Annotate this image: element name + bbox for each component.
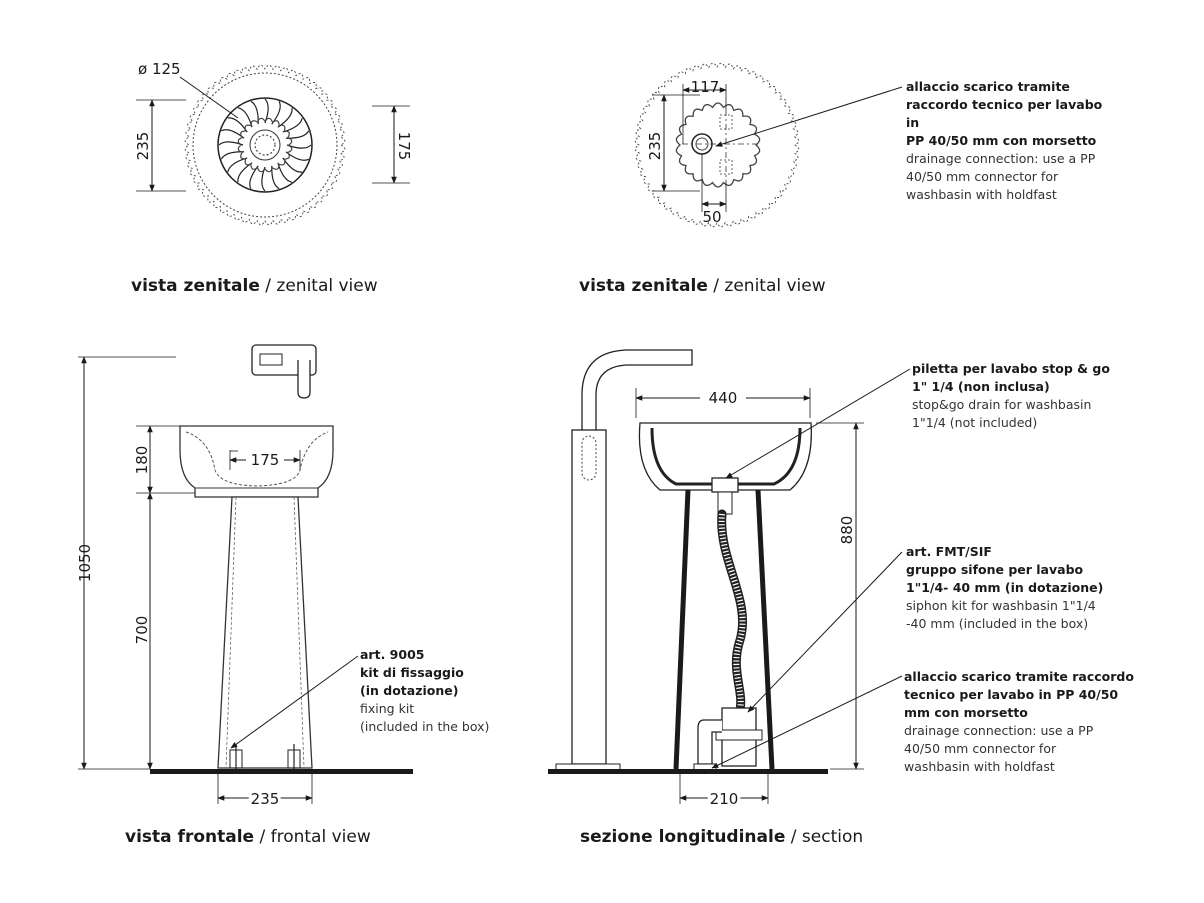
annotation-line: allaccio scarico tramite xyxy=(906,79,1070,94)
annotation-line: washbasin with holdfast xyxy=(904,759,1055,774)
fixing-kit-leader xyxy=(230,655,359,749)
basin-front xyxy=(179,425,334,498)
floor-left xyxy=(150,769,413,774)
caption-bold: sezione longitudinale xyxy=(580,827,786,847)
basin-section xyxy=(638,422,812,491)
dim-700: 700 xyxy=(133,616,151,645)
siphon-hose xyxy=(717,509,748,715)
floor-mixer-spout xyxy=(581,349,693,430)
wall-mixer-lever xyxy=(297,360,311,399)
bottom-right-view: 440 880 210 xyxy=(548,349,911,811)
annotation-line: 40/50 mm connector for xyxy=(904,741,1057,756)
annotation-drain-bottom: allaccio scarico tramite raccordo tecnic… xyxy=(904,668,1134,776)
annotation-line: stop&go drain for washbasin xyxy=(912,397,1092,412)
dim-180: 180 xyxy=(133,446,151,475)
annotation-line: art. 9005 xyxy=(360,647,425,662)
annotation-line: drainage connection: use a PP xyxy=(904,723,1094,738)
annotation-line: siphon kit for washbasin 1"1/4 xyxy=(906,598,1096,613)
annotation-line: 1"1/4 (not included) xyxy=(912,415,1038,430)
caption-english: section xyxy=(801,827,864,847)
bottom-left-view: 1050 180 700 175 235 xyxy=(76,344,413,811)
siphon-leader xyxy=(747,551,903,713)
annotation-line: 1" 1/4 (non inclusa) xyxy=(912,379,1050,394)
annotation-piletta: piletta per lavabo stop & go 1" 1/4 (non… xyxy=(912,360,1132,432)
annotation-line: kit di fissaggio xyxy=(360,665,464,680)
annotation-line: mm con morsetto xyxy=(904,705,1028,720)
dim-175-front: 175 xyxy=(251,451,280,469)
inner-scalloped-basin xyxy=(675,102,761,188)
annotation-fixing-kit: art. 9005 kit di fissaggio (in dotazione… xyxy=(360,646,520,736)
floor-mixer-column xyxy=(571,429,607,765)
caption-separator: / xyxy=(254,827,271,847)
dim-d125: ø 125 xyxy=(138,60,181,78)
drain-fitting xyxy=(711,477,739,493)
outer-scalloped-rim xyxy=(184,64,346,226)
dim-117: 117 xyxy=(691,78,720,96)
floor-right xyxy=(548,769,828,774)
dim-235-bottom: 235 xyxy=(251,790,280,808)
dim-235-top-right: 235 xyxy=(646,132,664,161)
dim-210: 210 xyxy=(710,790,739,808)
caption-bold: vista zenitale xyxy=(579,276,708,296)
annotation-line: gruppo sifone per lavabo xyxy=(906,562,1084,577)
support-leg-right xyxy=(755,489,775,770)
top-right-view: 117 235 50 xyxy=(634,62,903,228)
caption-bottom-left: vista frontale / frontal view xyxy=(125,827,371,847)
caption-bold: vista frontale xyxy=(125,827,255,847)
annotation-line: washbasin with holdfast xyxy=(906,187,1057,202)
piletta-leader xyxy=(725,368,911,479)
drain-top-leader xyxy=(715,86,903,147)
annotation-line: art. FMT/SIF xyxy=(906,544,992,559)
annotation-line: fixing kit xyxy=(360,701,415,716)
dim-1050: 1050 xyxy=(76,544,94,582)
outer-scalloped-rim-dashed xyxy=(634,62,800,228)
annotation-line: (included in the box) xyxy=(360,719,490,734)
outer-rim-dashed xyxy=(192,72,338,218)
drain-inner xyxy=(254,134,276,156)
caption-top-right: vista zenitale / zenital view xyxy=(579,276,826,296)
inner-fluted-basin xyxy=(218,98,312,192)
annotation-line: 40/50 mm connector for xyxy=(906,169,1059,184)
annotation-line: tecnico per lavabo in PP 40/50 xyxy=(904,687,1119,702)
annotation-line: piletta per lavabo stop & go xyxy=(912,361,1110,376)
caption-english: frontal view xyxy=(270,827,371,847)
pedestal-front xyxy=(217,496,313,769)
caption-separator: / xyxy=(259,276,277,296)
annotation-line: -40 mm (included in the box) xyxy=(906,616,1089,631)
caption-top-left: vista zenitale / zenital view xyxy=(131,276,378,296)
dim-235-top-left: 235 xyxy=(134,132,152,161)
caption-bottom-right: sezione longitudinale / section xyxy=(580,827,863,847)
annotation-line: 1"1/4- 40 mm (in dotazione) xyxy=(906,580,1104,595)
support-leg-left xyxy=(673,489,691,770)
caption-english: zenital view xyxy=(724,276,826,296)
top-left-view: ø 125 235 175 xyxy=(134,60,413,226)
basin-inner-edge xyxy=(217,97,313,193)
annotation-line: (in dotazione) xyxy=(360,683,459,698)
annotation-line: allaccio scarico tramite raccordo xyxy=(904,669,1134,684)
caption-bold: vista zenitale xyxy=(131,276,260,296)
annotation-line: raccordo tecnico per lavabo in xyxy=(906,97,1103,130)
drain-outer xyxy=(249,129,281,161)
annotation-siphon: art. FMT/SIF gruppo sifone per lavabo 1"… xyxy=(906,543,1126,633)
annotation-line: drainage connection: use a PP xyxy=(906,151,1096,166)
annotation-line: PP 40/50 mm con morsetto xyxy=(906,133,1097,148)
dim-880: 880 xyxy=(838,516,856,545)
dim-50: 50 xyxy=(702,208,721,226)
dim-175-top: 175 xyxy=(395,132,413,161)
dim-440: 440 xyxy=(709,389,738,407)
caption-separator: / xyxy=(707,276,725,296)
drain-bottom-leader xyxy=(711,675,903,769)
caption-separator: / xyxy=(785,827,802,847)
caption-english: zenital view xyxy=(276,276,378,296)
d125-leader xyxy=(179,76,239,119)
annotation-drain-top: allaccio scarico tramite raccordo tecnic… xyxy=(906,78,1116,204)
